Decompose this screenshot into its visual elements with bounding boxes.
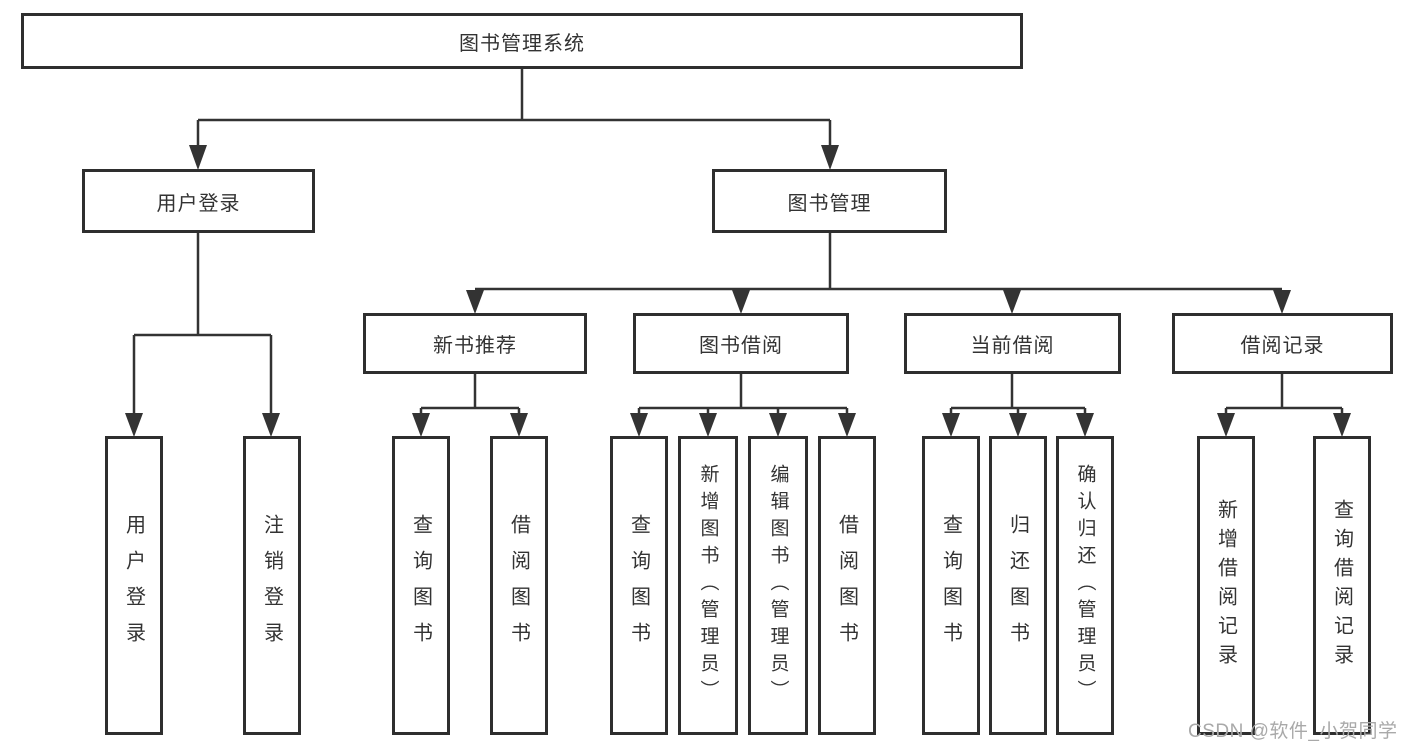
node-new-book-recommendation: 新书推荐	[363, 313, 587, 374]
leaf-confirm-return-admin: 确认归还（管理员）	[1056, 436, 1114, 735]
leaf-user-login: 用户登录	[105, 436, 163, 735]
node-label: 注销登录	[260, 513, 283, 658]
node-book-borrowing: 图书借阅	[633, 313, 849, 374]
node-label: 查询图书	[409, 513, 432, 658]
node-label: 查询借阅记录	[1330, 498, 1353, 673]
node-label: 当前借阅	[970, 335, 1055, 357]
node-current-borrowing: 当前借阅	[904, 313, 1121, 374]
node-label: 借阅记录	[1240, 335, 1325, 357]
leaf-query-books-borrowing: 查询图书	[610, 436, 668, 735]
node-label: 确认归还（管理员）	[1074, 464, 1096, 707]
node-borrowing-records: 借阅记录	[1172, 313, 1393, 374]
node-user-login: 用户登录	[82, 169, 315, 233]
node-label: 编辑图书（管理员）	[767, 464, 789, 707]
leaf-borrow-books-borrowing: 借阅图书	[818, 436, 876, 735]
node-label: 用户登录	[122, 513, 145, 658]
node-label: 用户登录	[156, 192, 241, 215]
node-label: 查询图书	[627, 513, 650, 658]
leaf-return-books: 归还图书	[989, 436, 1047, 735]
leaf-query-borrow-record: 查询借阅记录	[1313, 436, 1371, 735]
node-label: 借阅图书	[835, 513, 858, 658]
node-book-management: 图书管理	[712, 169, 947, 233]
leaf-borrow-books-recommend: 借阅图书	[490, 436, 548, 735]
leaf-query-books-recommend: 查询图书	[392, 436, 450, 735]
node-label: 查询图书	[939, 513, 962, 658]
node-label: 新增借阅记录	[1214, 498, 1237, 673]
node-label: 图书管理系统	[459, 32, 585, 55]
leaf-logout: 注销登录	[243, 436, 301, 735]
leaf-add-book-admin: 新增图书（管理员）	[678, 436, 738, 735]
node-label: 借阅图书	[507, 513, 530, 658]
csdn-watermark: CSDN @软件_小贺同学	[1188, 721, 1398, 742]
node-label: 新增图书（管理员）	[697, 464, 719, 707]
leaf-edit-book-admin: 编辑图书（管理员）	[748, 436, 808, 735]
node-label: 归还图书	[1006, 513, 1029, 658]
node-library-management-system: 图书管理系统	[21, 13, 1023, 69]
node-label: 图书管理	[787, 192, 872, 215]
node-label: 图书借阅	[699, 335, 783, 357]
leaf-add-borrow-record: 新增借阅记录	[1197, 436, 1255, 735]
leaf-query-books-current: 查询图书	[922, 436, 980, 735]
node-label: 新书推荐	[433, 335, 517, 357]
